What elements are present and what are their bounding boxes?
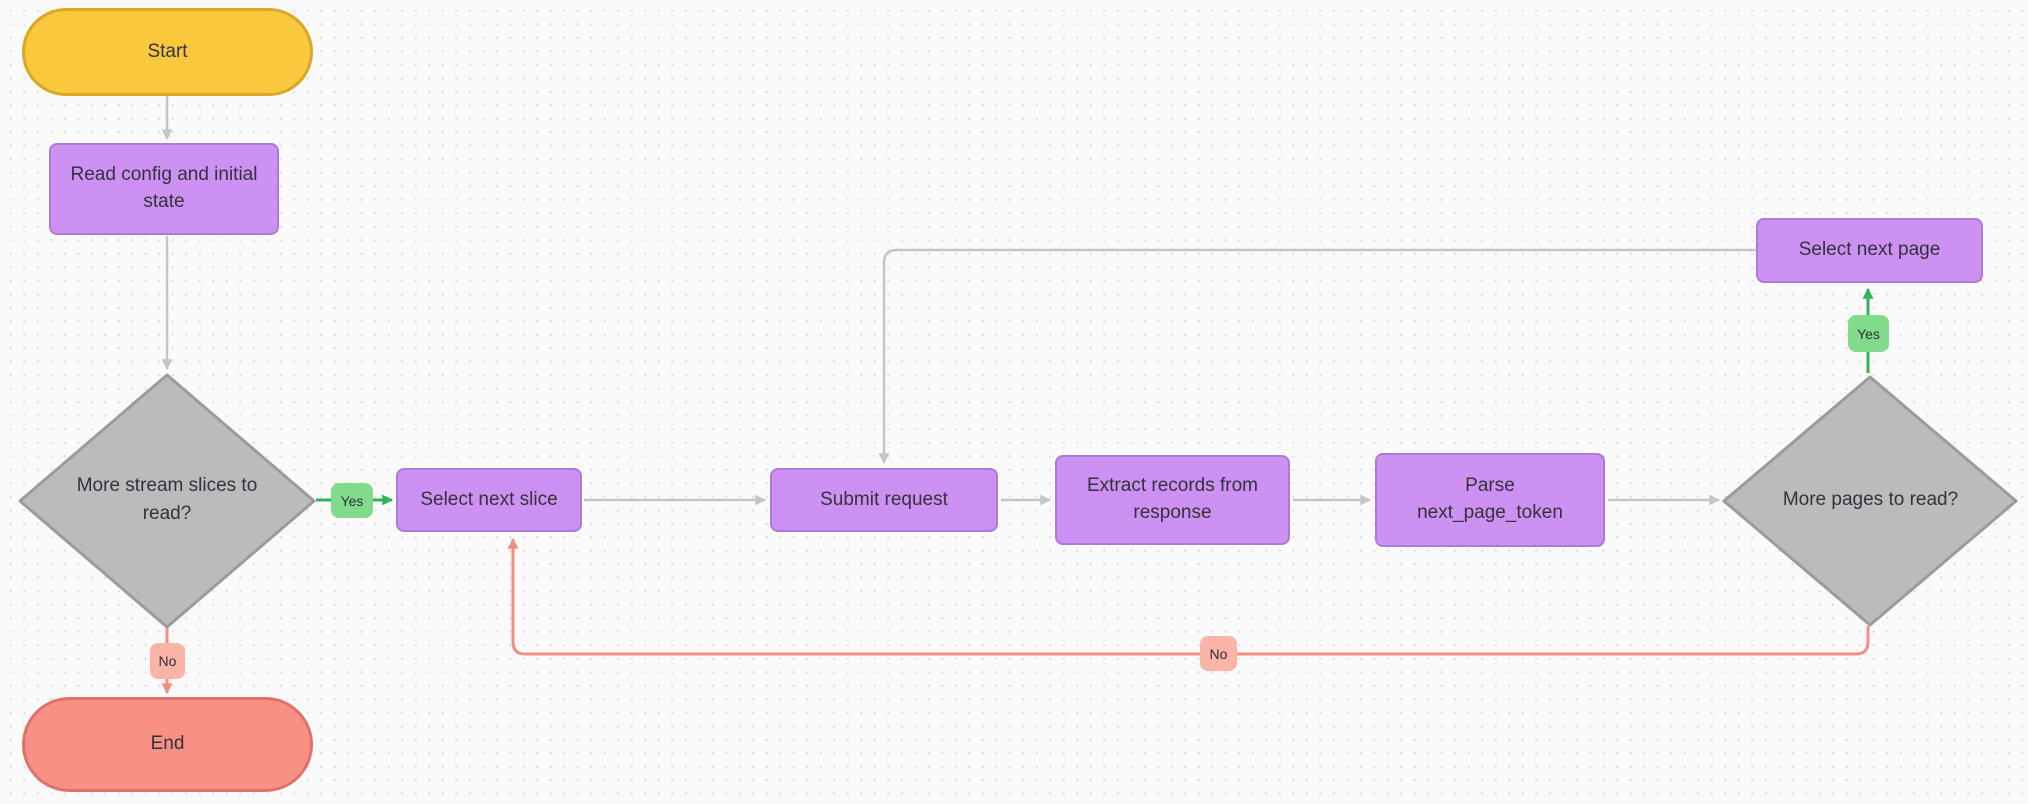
node-parse-next-page-token: Parse next_page_token [1375,453,1605,547]
edge-more-pages-no-to-select-slice [507,537,1870,656]
node-parse-next-page-token-label: Parse next_page_token [1417,475,1563,523]
node-read-config: Read config and initial state [49,143,279,235]
node-end-label: End [150,733,185,755]
node-select-next-page-label: Select next page [1798,239,1941,261]
node-submit-request-label: Submit request [820,488,948,510]
decision-more-stream-slices-label: More stream slices to read? [76,475,258,524]
node-end: End [22,697,313,792]
node-extract-records: Extract records from response [1055,455,1290,545]
decision-more-pages-label: More pages to read? [1782,489,1959,511]
decision-more-stream-slices-shape [18,373,316,629]
edge-label-slices-yes: Yes [331,483,373,518]
node-start-label: Start [147,40,188,62]
node-extract-records-label: Extract records from response [1086,475,1259,523]
edge-label-slices-no: No [150,643,185,679]
node-select-next-slice: Select next slice [396,468,582,532]
node-start: Start [22,8,313,96]
node-select-next-slice-label: Select next slice [420,488,558,510]
decision-more-pages-shape [1722,375,2018,627]
edge-label-pages-yes: Yes [1848,315,1889,352]
edge-select-page-to-submit-request [878,248,1756,465]
node-submit-request: Submit request [770,468,998,532]
edge-label-pages-no: No [1200,636,1237,671]
node-select-next-page: Select next page [1756,218,1983,283]
node-read-config-label: Read config and initial state [70,164,258,212]
